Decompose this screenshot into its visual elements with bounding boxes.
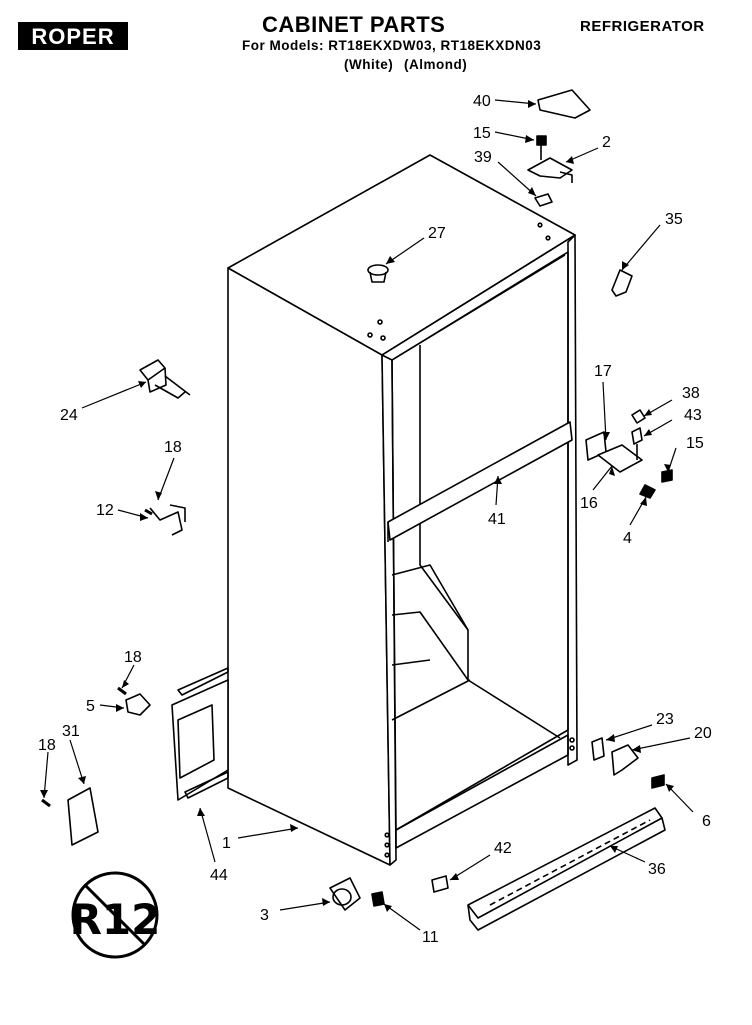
callout-5: 5 [86, 698, 95, 715]
callout-20: 20 [694, 725, 712, 742]
callout-39: 39 [474, 149, 492, 166]
hinge-cover-part [537, 89, 591, 119]
top-plug-part [367, 264, 389, 283]
callout-16: 16 [580, 495, 598, 512]
r12-seal-text: R12 [70, 895, 161, 944]
page-title: CABINET PARTS [262, 12, 446, 37]
callout-31: 31 [62, 723, 80, 740]
door-stop-part [139, 359, 191, 399]
callout-17: 17 [594, 363, 612, 380]
callout-36: 36 [648, 861, 666, 878]
callout-35: 35 [665, 211, 683, 228]
model-numbers: For Models: RT18EKXDW03, RT18EKXDN03 [242, 38, 542, 53]
callout-3: 3 [260, 907, 269, 924]
callout-11: 11 [422, 929, 439, 946]
callout-27: 27 [428, 225, 446, 242]
callout-44: 44 [210, 867, 228, 884]
side-bracket-part [171, 667, 229, 801]
callout-24: 24 [60, 407, 78, 424]
category-label: REFRIGERATOR [580, 18, 705, 35]
toe-grille-part [467, 807, 666, 931]
r12-seal [71, 871, 159, 959]
callout-15-mid: 15 [686, 435, 704, 452]
callout-18-left: 18 [124, 649, 142, 666]
cabinet-body [227, 154, 578, 866]
callout-15-top: 15 [473, 125, 491, 142]
callout-41: 41 [488, 511, 506, 528]
callout-1: 1 [222, 835, 231, 852]
svg-text:ROPER: ROPER [31, 24, 114, 49]
callout-40: 40 [473, 93, 491, 110]
callout-6: 6 [702, 813, 711, 830]
callout-4: 4 [623, 530, 632, 547]
callout-18-upper: 18 [164, 439, 182, 456]
callout-2: 2 [602, 134, 611, 151]
callout-38: 38 [682, 385, 700, 402]
callout-23: 23 [656, 711, 674, 728]
top-hinge-part [527, 157, 573, 179]
callout-43: 43 [684, 407, 702, 424]
callout-42: 42 [494, 840, 512, 857]
color-white: (White) [344, 57, 394, 72]
callout-12: 12 [96, 502, 114, 519]
divider-rail [387, 421, 573, 542]
callout-18-lower: 18 [38, 737, 56, 754]
color-almond: (Almond) [404, 57, 468, 72]
roper-logo: ROPER [18, 22, 128, 50]
